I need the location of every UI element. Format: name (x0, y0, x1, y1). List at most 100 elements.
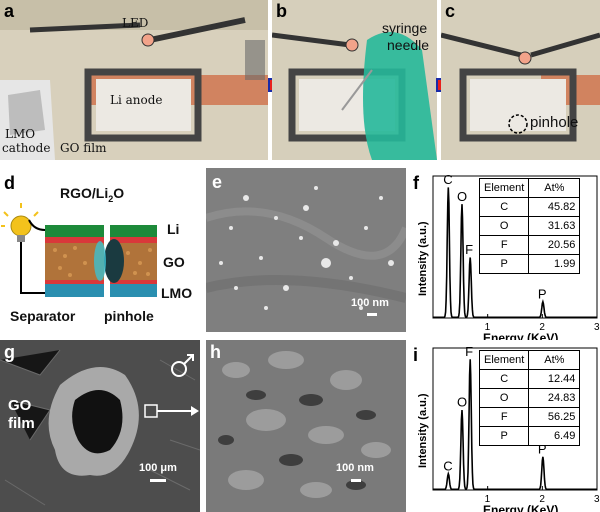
go-film-label: GO film (60, 141, 107, 155)
panel-label-a: a (4, 1, 15, 21)
table-cell-value: 56.25 (528, 407, 581, 427)
pinhole-label-d: pinhole (104, 308, 154, 324)
scale-bar-e (367, 313, 377, 316)
separator-label: Separator (10, 308, 76, 324)
syringe-label-2: needle (387, 37, 430, 53)
table-header-element: Element (478, 350, 530, 370)
table-cell-element: O (478, 216, 530, 236)
peak-label: F (465, 242, 473, 257)
peak-label: O (457, 395, 467, 410)
panel-label-f: f (413, 173, 419, 193)
x-tick-label: 3 (594, 494, 600, 505)
x-tick-label: 2 (539, 322, 545, 333)
spectrum-line (433, 187, 597, 319)
li-layer-label: Li (167, 221, 180, 237)
sem-g-texture (0, 340, 200, 512)
y-axis-label: Intensity (a.u.) (417, 221, 429, 296)
table-cell-value: 20.56 (528, 235, 581, 255)
male-symbol-icon (171, 354, 194, 377)
peak-label: C (443, 458, 452, 473)
sem-h-texture (206, 340, 406, 512)
lmo-cathode-label-1: LMO (5, 127, 36, 141)
peak-label: P (538, 286, 547, 301)
peak-label: O (457, 189, 467, 204)
panel-label-i: i (413, 345, 419, 365)
table-header-at: At% (528, 350, 581, 370)
sem-e-texture (206, 168, 406, 332)
table-cell-element: O (478, 388, 530, 408)
peak-label: P (538, 442, 547, 457)
photo-panel-c: c pinhole (441, 0, 600, 160)
zoom-box-arrow (144, 404, 199, 418)
table-header-element: Element (478, 178, 530, 198)
rgo-li2o-label: RGO/Li2O (60, 185, 125, 205)
lmo-layer-label: LMO (161, 285, 193, 301)
led-label: LED (122, 16, 149, 30)
battery-schematic (1, 203, 157, 297)
panel-label-c: c (445, 1, 456, 21)
pinhole-label-c: pinhole (530, 114, 579, 131)
table-cell-element: P (478, 254, 530, 274)
pinhole-marker-circle (508, 114, 528, 134)
table-cell-element: C (478, 369, 530, 389)
x-tick-label: 1 (485, 494, 491, 505)
panel-label-d: d (4, 173, 15, 193)
table-cell-value: 24.83 (528, 388, 581, 408)
panel-label-e: e (212, 172, 223, 192)
table-cell-value: 12.44 (528, 369, 581, 389)
sem-image-h: h 100 nm (206, 340, 406, 512)
panel-d-schematic: d RGO/Li2O Li G (0, 168, 200, 338)
panel-label-h: h (210, 342, 221, 362)
photo-c-scene (441, 0, 600, 160)
table-header-at: At% (528, 178, 581, 198)
x-axis-label: Energy (KeV) (483, 331, 558, 340)
panel-label-b: b (276, 1, 287, 21)
rgo-li2o-subscript: 2 (108, 193, 114, 204)
scale-bar-g (150, 479, 166, 482)
x-tick-label: 3 (594, 322, 600, 333)
table-cell-element: C (478, 197, 530, 217)
photo-b-scene (272, 0, 437, 160)
rgo-li2o-end: O (113, 185, 125, 201)
scale-label-g: 100 μm (139, 462, 177, 474)
table-cell-element: P (478, 426, 530, 446)
sem-image-e: e 100 nm (206, 168, 406, 332)
spectrum-line (433, 359, 597, 491)
table-header-row: Element At% (478, 350, 581, 370)
table-header-row: Element At% (478, 178, 581, 198)
scale-label-e: 100 nm (351, 297, 389, 309)
syringe-label-1: syringe (382, 20, 428, 36)
x-tick-label: 1 (485, 322, 491, 333)
photo-a-scene (0, 0, 268, 160)
peak-label: C (443, 172, 452, 187)
x-axis-label: Energy (KeV) (483, 503, 558, 512)
table-cell-value: 45.82 (528, 197, 581, 217)
lmo-cathode-label-2: cathode (2, 141, 51, 155)
table-cell-value: 6.49 (528, 426, 581, 446)
peak-label: F (465, 344, 473, 359)
table-cell-value: 1.99 (528, 254, 581, 274)
photo-panel-b: b syringe needle (272, 0, 437, 160)
photo-panel-a: a LED Li anode LMO cathode GO film (0, 0, 268, 160)
scale-label-h: 100 nm (336, 462, 374, 474)
table-cell-element: F (478, 235, 530, 255)
sem-image-g: g GO film 100 μm (0, 340, 200, 512)
x-tick-label: 2 (539, 494, 545, 505)
table-cell-value: 31.63 (528, 216, 581, 236)
go-film-label-g-1: GO (8, 397, 32, 414)
y-axis-label: Intensity (a.u.) (417, 393, 429, 468)
